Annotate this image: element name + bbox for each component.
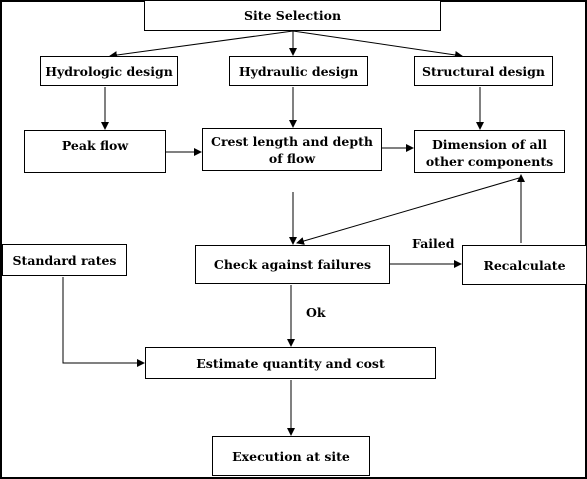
recalculate-box: Recalculate (462, 245, 587, 285)
execution-box: Execution at site (212, 436, 370, 476)
structural-design-box: Structural design (414, 56, 553, 86)
arrow-dimension-to-check (296, 177, 520, 245)
arrow-site-to-structural (292, 30, 463, 59)
dimension-components-box: Dimension of all other components (414, 130, 565, 173)
peak-flow-box: Peak flow (24, 130, 166, 173)
hydrologic-design-box: Hydrologic design (40, 56, 178, 86)
crest-length-box: Crest length and depth of flow (202, 128, 382, 171)
standard-rates-box: Standard rates (2, 244, 127, 276)
failed-edge-label: Failed (412, 236, 455, 251)
hydraulic-design-box: Hydraulic design (229, 56, 368, 86)
arrow-standard-to-estimate (62, 277, 145, 367)
arrow-site-to-hydrologic (109, 30, 294, 60)
ok-edge-label: Ok (306, 305, 326, 320)
estimate-cost-box: Estimate quantity and cost (145, 347, 436, 379)
check-failures-box: Check against failures (195, 245, 390, 284)
site-selection-box: Site Selection (144, 0, 441, 31)
